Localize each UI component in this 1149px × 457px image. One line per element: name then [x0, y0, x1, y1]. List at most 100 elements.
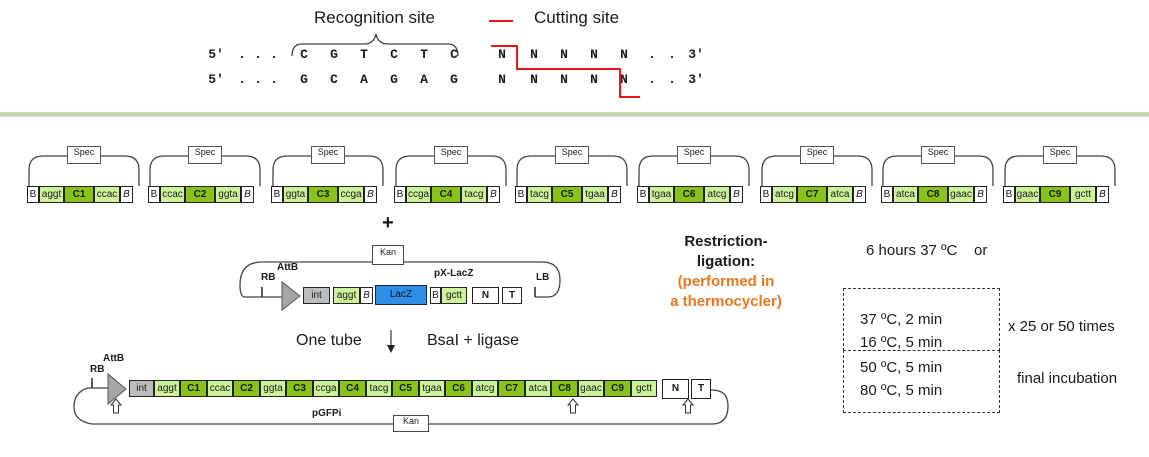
strand-base: 5'	[208, 72, 224, 87]
overhang: aggt	[333, 287, 360, 304]
strand-base: N	[498, 47, 506, 62]
strand-base: N	[530, 72, 538, 87]
strand-base: .	[270, 47, 278, 62]
module-core: C1	[64, 186, 94, 203]
overhang: tgaa	[649, 186, 674, 203]
bsai-site: B	[120, 186, 133, 203]
overhang: aggt	[39, 186, 64, 203]
protocol-note-line2: a thermocycler)	[670, 293, 782, 310]
up-arrow-icon	[566, 398, 580, 414]
overhang: atcg	[772, 186, 797, 203]
final-step: 50 ºC, 5 min	[860, 359, 943, 376]
bsai-site: B	[241, 186, 254, 203]
cycle-step: 16 ºC, 5 min	[860, 334, 943, 351]
strand-base: C	[300, 47, 308, 62]
module-backbone	[516, 155, 628, 186]
bsai-site: B	[271, 186, 283, 203]
product-name: pGFPi	[312, 408, 342, 419]
module-core: C8	[551, 380, 578, 397]
overhang: gaac	[1015, 186, 1040, 203]
module-backbone	[1004, 155, 1116, 186]
strand-base: .	[668, 72, 676, 87]
strand-base: .	[270, 72, 278, 87]
overhang: gaac	[948, 186, 974, 203]
module-core: C3	[286, 380, 313, 397]
spec-marker: Spec	[434, 146, 468, 164]
spec-marker: Spec	[188, 146, 222, 164]
bsai-site: B	[430, 287, 441, 304]
module-core: C1	[180, 380, 207, 397]
int-segment: int	[129, 380, 154, 397]
strand-base: N	[620, 72, 628, 87]
product-rb-label: RB	[90, 364, 105, 375]
acceptor-kan-marker: Kan	[372, 245, 404, 265]
attb-triangle-acceptor	[281, 280, 301, 312]
module-backbone	[395, 155, 507, 186]
module-backbone	[638, 155, 750, 186]
bsai-site: B	[148, 186, 160, 203]
strand-base: .	[648, 47, 656, 62]
up-arrow-icon	[109, 398, 123, 414]
final-incubation-label: final incubation	[1017, 370, 1118, 387]
cycle-steps: 37 ºC, 2 min 16 ºC, 5 min	[860, 308, 942, 354]
module-core: C5	[552, 186, 582, 203]
strand-base: G	[330, 47, 338, 62]
final-steps: 50 ºC, 5 min 80 ºC, 5 min	[860, 356, 942, 402]
strand-base: N	[620, 47, 628, 62]
strand-base: C	[450, 47, 458, 62]
product-backbone	[73, 387, 729, 425]
module-core: C9	[1040, 186, 1070, 203]
protocol-title-line1: Restriction-	[684, 233, 768, 250]
product-kan-marker: Kan	[393, 415, 429, 432]
overhang: ccga	[338, 186, 364, 203]
module-backbone	[272, 155, 384, 186]
enzymes-label: BsaI + ligase	[427, 332, 520, 349]
acceptor-rb-label: RB	[261, 272, 276, 283]
bsai-site: B	[730, 186, 743, 203]
strand-base: 5'	[208, 47, 224, 62]
module-backbone	[28, 155, 140, 186]
bsai-site: B	[974, 186, 987, 203]
strand-base: N	[498, 72, 506, 87]
module-core: C4	[339, 380, 366, 397]
n-segment: N	[662, 379, 689, 399]
spec-marker: Spec	[921, 146, 955, 164]
module-core: C4	[431, 186, 461, 203]
overhang: ccac	[207, 380, 233, 397]
cycle-repeat-label: x 25 or 50 times	[1008, 318, 1115, 335]
acceptor-name: pX-LacZ	[434, 268, 474, 279]
bsai-site: B	[27, 186, 39, 203]
protocol-note-line1: (performed in	[677, 273, 775, 290]
bsai-site: B	[1003, 186, 1015, 203]
strand-base: G	[450, 72, 458, 87]
bsai-site: B	[881, 186, 893, 203]
overhang: ccga	[406, 186, 431, 203]
module-core: C6	[674, 186, 704, 203]
protocol-title-line2: ligation:	[696, 253, 756, 270]
bsai-site: B	[394, 186, 406, 203]
module-core: C7	[498, 380, 525, 397]
module-core: C2	[185, 186, 215, 203]
overhang: gctt	[441, 287, 467, 304]
overhang: tgaa	[419, 380, 445, 397]
strand-base: N	[560, 72, 568, 87]
overhang: ggta	[283, 186, 308, 203]
overhang: atcg	[472, 380, 498, 397]
spec-marker: Spec	[800, 146, 834, 164]
strand-base: .	[238, 47, 246, 62]
bsai-site: B	[608, 186, 621, 203]
strand-base: G	[300, 72, 308, 87]
bsai-site: B	[853, 186, 866, 203]
protocol-title: Restriction- ligation: (performed in a t…	[666, 232, 786, 312]
overhang: atcg	[704, 186, 730, 203]
int-segment: int	[303, 287, 330, 304]
overhang: ccac	[160, 186, 185, 203]
bsai-site: B	[487, 186, 500, 203]
strand-base: 3'	[688, 47, 704, 62]
cycle-step: 37 ºC, 2 min	[860, 311, 943, 328]
